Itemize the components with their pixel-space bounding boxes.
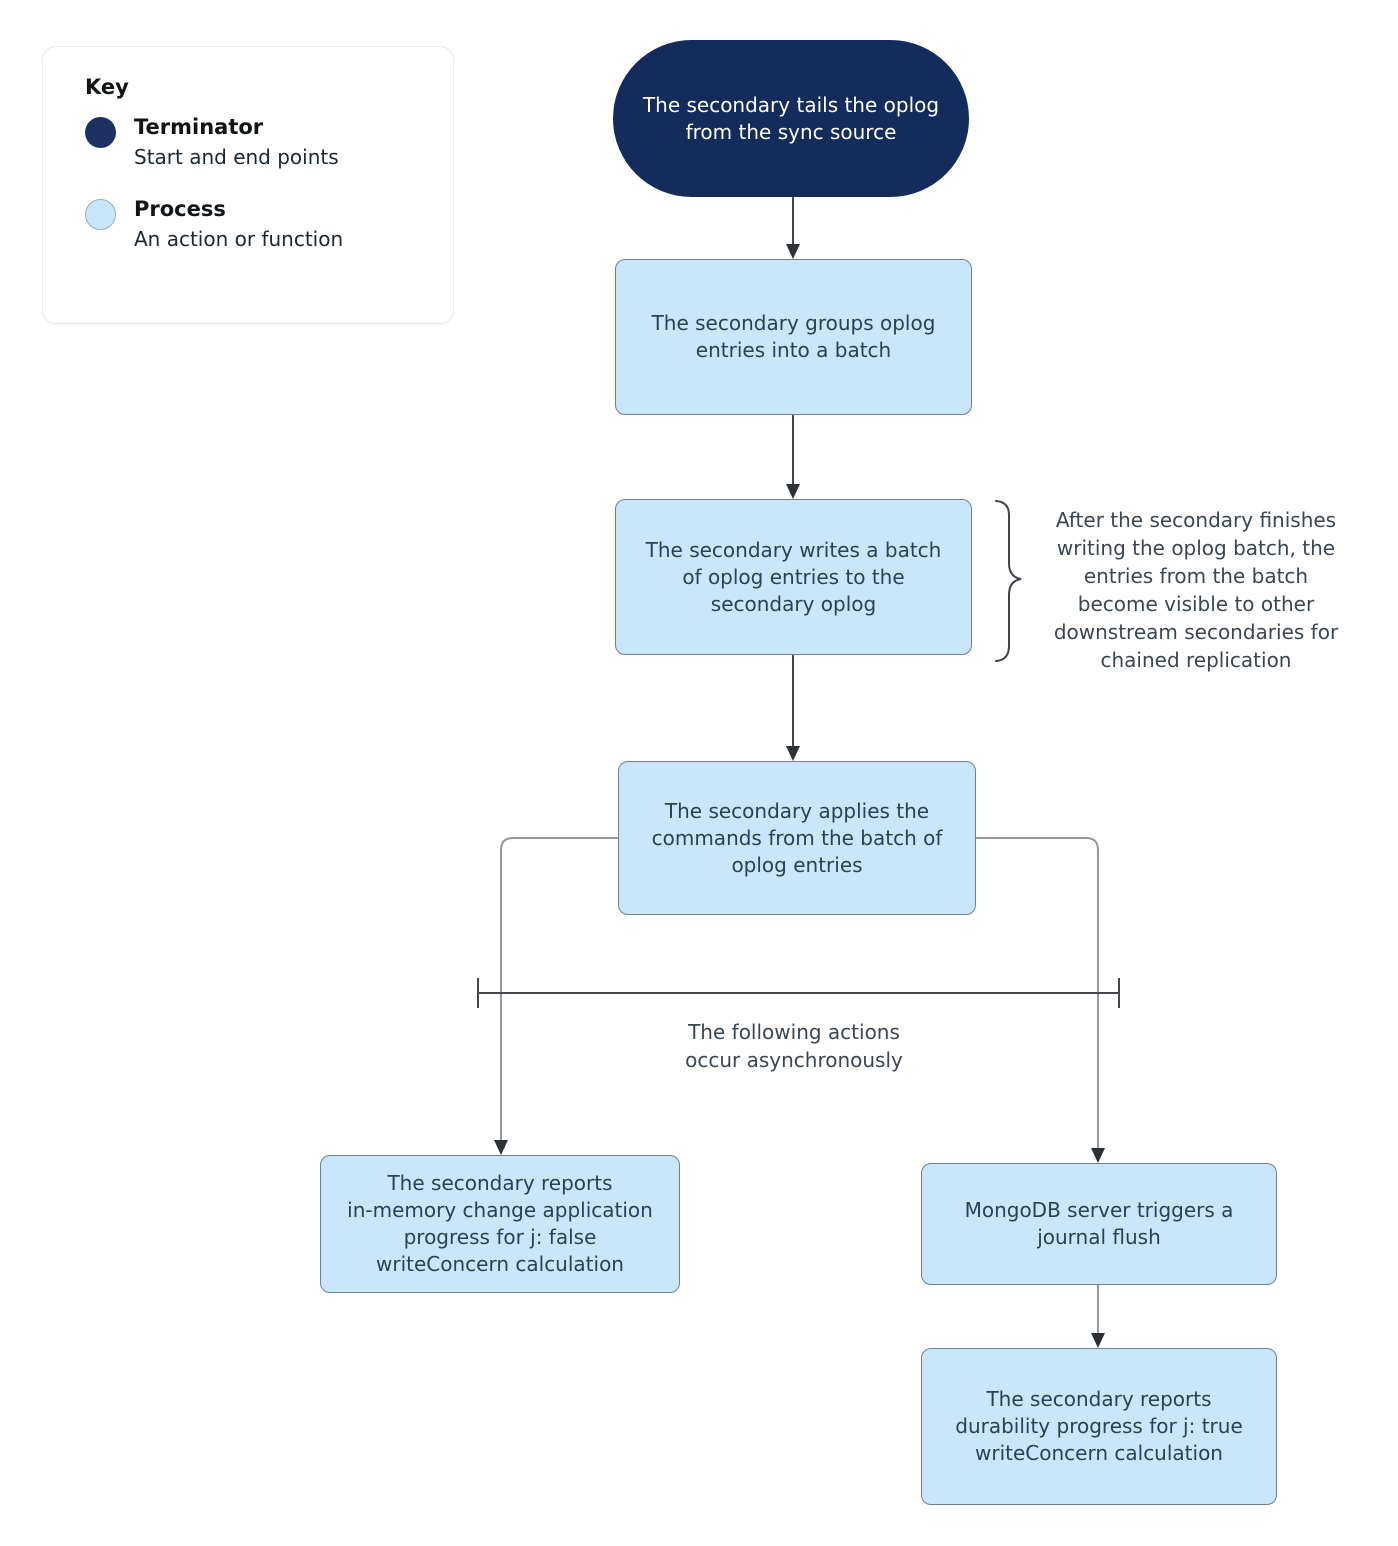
arrow-write-to-apply xyxy=(786,655,800,761)
curly-brace xyxy=(995,500,1022,662)
arrow-terminator-to-group xyxy=(786,197,800,259)
key-item-terminator: Terminator Start and end points xyxy=(85,115,423,169)
key-item-description: An action or function xyxy=(134,227,344,251)
key-title: Key xyxy=(85,75,129,99)
node-terminator-start: The secondary tails the oplog from the s… xyxy=(613,40,969,197)
node-apply-commands: The secondary applies the commands from … xyxy=(618,761,976,915)
async-fork-bar xyxy=(477,978,1120,1008)
key-item-name: Terminator xyxy=(134,115,264,139)
key-item-name: Process xyxy=(134,197,226,221)
key-item-text: Terminator Start and end points xyxy=(134,115,339,169)
node-group-batch: The secondary groups oplog entries into … xyxy=(615,259,972,415)
branch-left-to-in-memory xyxy=(494,837,618,1155)
node-report-durability: The secondary reports durability progres… xyxy=(921,1348,1277,1505)
arrow-group-to-write xyxy=(786,415,800,499)
key-item-process: Process An action or function xyxy=(85,197,423,251)
terminator-swatch-icon xyxy=(85,117,116,148)
key-item-text: Process An action or function xyxy=(134,197,343,251)
branch-right-to-journal-flush xyxy=(976,837,1105,1163)
node-journal-flush: MongoDB server triggers a journal flush xyxy=(921,1163,1277,1285)
key-legend: Key Terminator Start and end points Proc… xyxy=(42,46,454,324)
key-item-description: Start and end points xyxy=(134,145,339,169)
node-write-batch: The secondary writes a batch of oplog en… xyxy=(615,499,972,655)
arrow-flush-to-durability xyxy=(1091,1285,1105,1348)
annotation-oplog-visibility: After the secondary finishes writing the… xyxy=(1053,508,1339,672)
node-report-in-memory: The secondary reports in-memory change a… xyxy=(320,1155,680,1293)
process-swatch-icon xyxy=(85,199,116,230)
annotation-async: The following actions occur asynchronous… xyxy=(685,1020,903,1072)
